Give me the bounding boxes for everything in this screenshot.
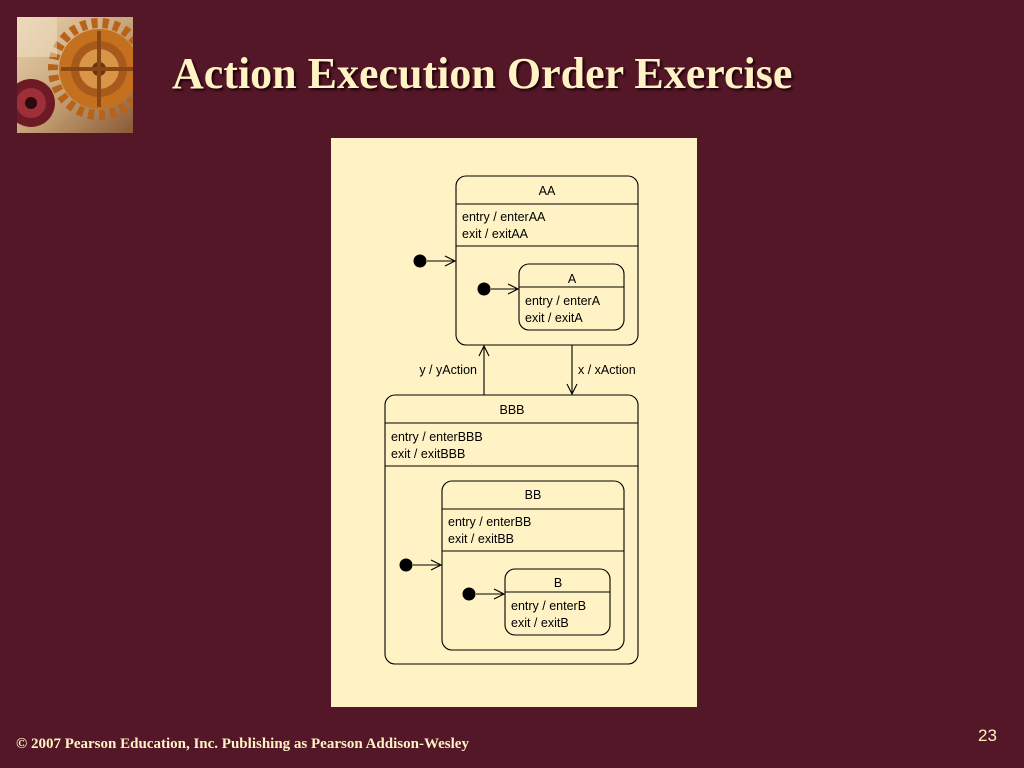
state-b: B entry / enterB exit / exitB: [504, 568, 611, 636]
state-b-entry: entry / enterB: [511, 599, 586, 613]
state-bb-exit: exit / exitBB: [448, 532, 514, 546]
state-b-name: B: [554, 576, 562, 590]
state-bb-name: BB: [525, 488, 542, 502]
state-bb-entry: entry / enterBB: [448, 515, 531, 529]
state-bb: BB entry / enterBB exit / exitBB: [441, 480, 625, 651]
state-aa-name: AA: [539, 184, 556, 198]
state-diagram: AA entry / enterAA exit / exitAA A entry…: [331, 138, 697, 707]
state-aa-entry: entry / enterAA: [462, 210, 546, 224]
state-b-exit: exit / exitB: [511, 616, 569, 630]
state-bbb: BBB entry / enterBBB exit / exitBBB: [384, 394, 639, 665]
state-aa: AA entry / enterAA exit / exitAA: [455, 175, 639, 346]
slide-title: Action Execution Order Exercise: [172, 49, 793, 98]
state-a-entry: entry / enterA: [525, 294, 601, 308]
state-bbb-exit: exit / exitBBB: [391, 447, 465, 461]
state-a-exit: exit / exitA: [525, 311, 583, 325]
initial-state-bbb: [399, 558, 442, 572]
state-a-name: A: [568, 272, 577, 286]
footer-copyright: © 2007 Pearson Education, Inc. Publishin…: [16, 736, 469, 752]
initial-state-aa: [413, 254, 456, 268]
initial-state-bb: [462, 587, 505, 601]
state-aa-exit: exit / exitAA: [462, 227, 529, 241]
transition-y: y / yAction: [419, 346, 484, 395]
state-bbb-name: BBB: [499, 403, 524, 417]
transition-x-label: x / xAction: [578, 363, 636, 377]
gear-photo: [17, 17, 133, 133]
transition-y-label: y / yAction: [419, 363, 477, 377]
transition-x: x / xAction: [572, 345, 636, 394]
initial-state-a: [477, 282, 519, 296]
page-number: 23: [978, 726, 997, 745]
state-a: A entry / enterA exit / exitA: [518, 263, 625, 331]
state-bbb-entry: entry / enterBBB: [391, 430, 483, 444]
